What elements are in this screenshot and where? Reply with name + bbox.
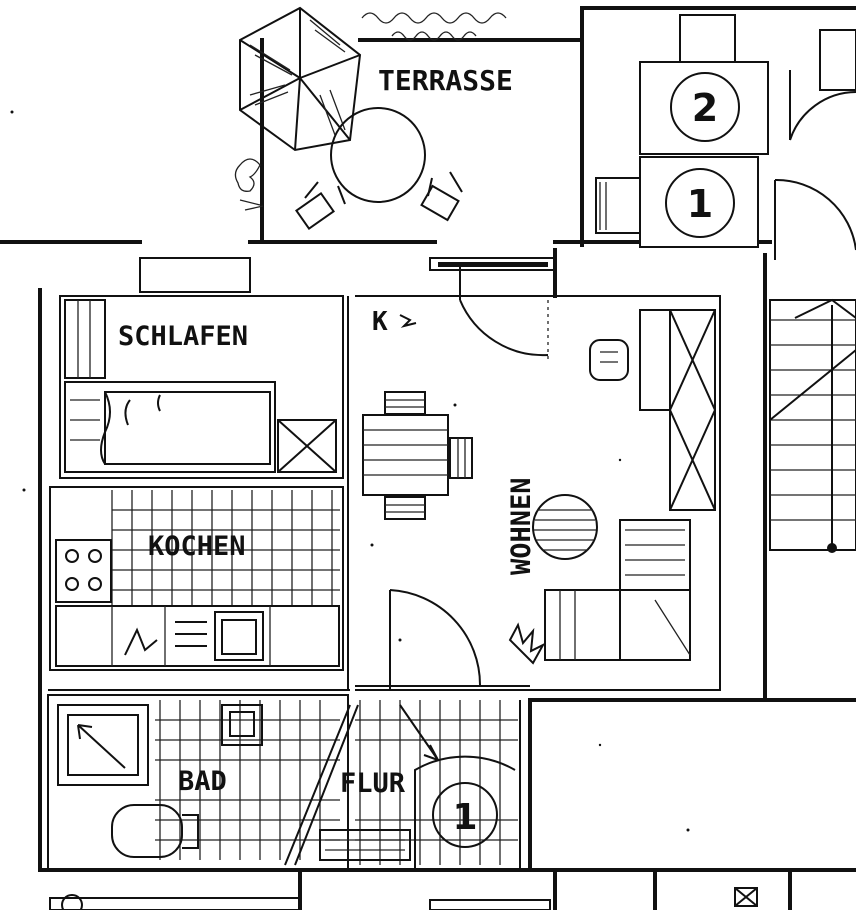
marker-2: 2 — [670, 72, 740, 142]
bottom-strip — [49, 887, 758, 910]
round-table — [330, 107, 426, 203]
schlafen-label: SCHLAFEN — [118, 321, 248, 352]
texture-dots — [10, 110, 690, 832]
bedroom: SCHLAFEN — [64, 299, 337, 473]
terrace-chair — [420, 171, 463, 222]
kochen-label: KOCHEN — [148, 531, 246, 562]
svg-text:1: 1 — [687, 182, 713, 226]
kitchen: KOCHEN — [55, 490, 340, 667]
bathroom: BAD — [57, 700, 340, 860]
svg-text:2: 2 — [692, 86, 718, 130]
bad-label: BAD — [178, 766, 227, 797]
coffee-table — [532, 494, 598, 560]
interior-walls — [47, 257, 721, 871]
fridge-label: K — [372, 307, 388, 337]
flur-label: FLUR — [340, 768, 406, 799]
terrace: TERRASSE — [234, 6, 513, 231]
living-room: K WOHNEN — [362, 265, 716, 690]
terrace-chair — [295, 181, 346, 231]
upper-right-area: 2 1 — [595, 14, 856, 260]
marker-1-flur: 1 — [432, 782, 498, 848]
umbrella-icon — [239, 6, 362, 152]
wohnen-label: WOHNEN — [506, 477, 537, 575]
staircase — [769, 298, 856, 553]
hallway: 1 FLUR — [284, 700, 518, 870]
svg-text:1: 1 — [452, 797, 477, 838]
exterior-walls — [0, 6, 856, 910]
marker-1: 1 — [665, 168, 735, 238]
terrasse-label: TERRASSE — [378, 64, 513, 97]
